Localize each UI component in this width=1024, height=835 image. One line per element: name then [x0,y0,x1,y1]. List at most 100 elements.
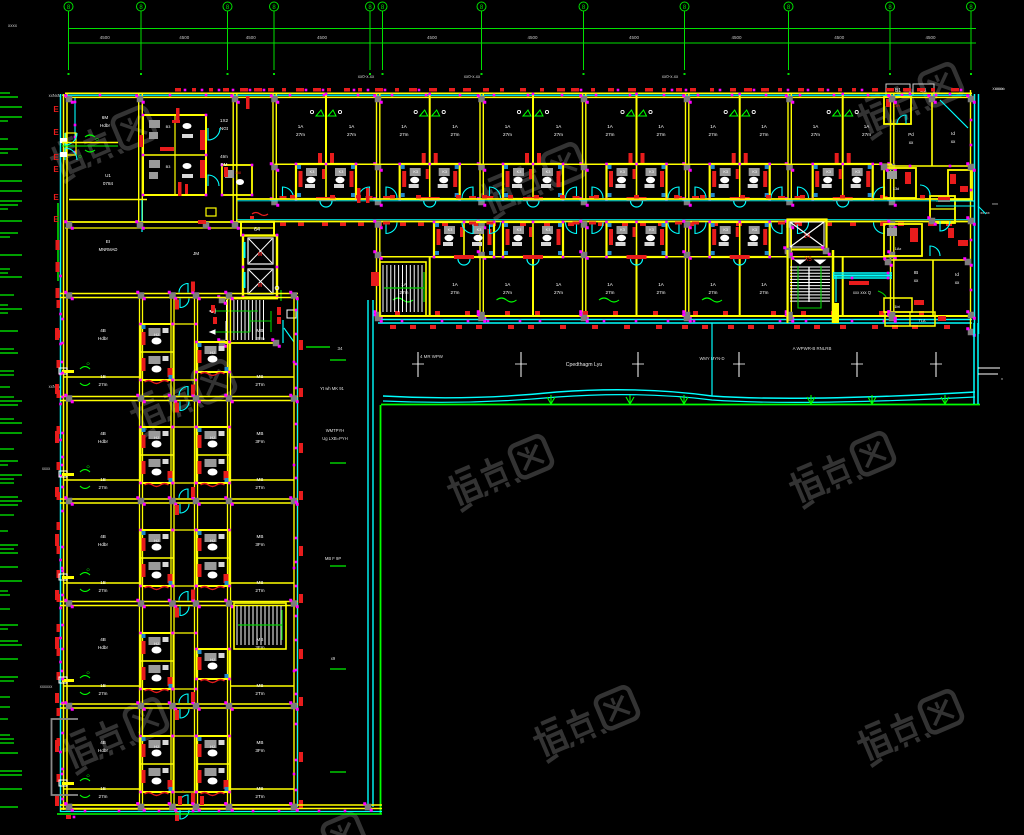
svg-text:WMTPYH: WMTPYH [326,428,345,433]
svg-text:MB: MB [257,534,264,539]
svg-text:14: 14 [803,233,811,240]
svg-text:1A: 1A [452,124,459,129]
svg-text:4500: 4500 [100,35,111,40]
svg-text:1B: 1B [100,374,106,379]
svg-text:1A: 1A [349,124,356,129]
svg-text:27m: 27m [657,132,666,137]
svg-text:4 MR WPW: 4 MR WPW [420,354,444,359]
svg-text:4500: 4500 [629,35,640,40]
svg-text:E: E [53,153,59,162]
svg-text:34: 34 [338,346,343,351]
svg-text:4500: 4500 [246,35,257,40]
svg-text:HJ: HJ [154,642,159,646]
svg-text:27m: 27m [296,132,305,137]
svg-text:MB: MB [257,637,264,642]
svg-text:1A: 1A [556,124,563,129]
svg-text:2Tm: 2Tm [255,588,264,593]
svg-text:xxx: xxx [992,201,998,206]
svg-text:27m: 27m [862,132,871,137]
svg-text:3Fm: 3Fm [255,439,264,444]
svg-text:6M: 6M [102,115,109,120]
svg-text:0784: 0784 [103,181,114,186]
svg-text:Id: Id [955,272,959,277]
svg-text:8: 8 [272,5,276,11]
svg-text:EI: EI [106,239,110,244]
svg-text:1A: 1A [813,124,820,129]
svg-text:1A: 1A [556,282,563,287]
svg-text:4B: 4B [100,740,106,745]
svg-text:E: E [53,105,59,114]
svg-text:HJ: HJ [210,436,215,440]
svg-text:1bt: 1bt [894,305,900,309]
svg-text:1A: 1A [452,282,459,287]
svg-text:1A: 1A [864,124,871,129]
svg-text:B3: B3 [166,165,171,169]
svg-text:1A: 1A [607,282,614,287]
svg-text:K3: K3 [448,228,453,232]
svg-text:8: 8 [888,5,892,11]
svg-text:K3: K3 [855,170,860,174]
svg-text:4500: 4500 [731,35,742,40]
svg-text:K3: K3 [477,228,482,232]
svg-text:1A: 1A [505,282,512,287]
svg-text:8: 8 [969,5,973,11]
svg-text:K3: K3 [826,170,831,174]
svg-text:Hdbr: Hdbr [98,645,108,650]
svg-text:w: w [211,309,214,314]
svg-text:Hdbr: Hdbr [98,336,108,341]
svg-text:27m: 27m [99,382,108,387]
svg-text:4B: 4B [100,431,106,436]
svg-text:xxx xxx Q: xxx xxx Q [853,290,872,295]
svg-text:3Fm: 3Fm [255,645,264,650]
svg-text:xxxxx: xxxxx [992,86,1004,91]
svg-text:HJ: HJ [154,333,159,337]
svg-text:1A: 1A [607,124,614,129]
svg-text:1B: 1B [100,786,106,791]
svg-text:K3: K3 [442,170,447,174]
svg-text:O: O [86,773,89,778]
svg-text:xx: xx [914,278,919,283]
svg-text:K3: K3 [546,170,551,174]
svg-text:2Tm: 2Tm [255,691,264,696]
svg-text:1A: 1A [505,124,512,129]
svg-text:8: 8 [381,5,385,11]
svg-text:Hdbr: Hdbr [98,439,108,444]
svg-text:U1: U1 [105,173,111,178]
svg-text:K3: K3 [339,170,344,174]
svg-text:8: 8 [787,5,791,11]
svg-text:HJ: HJ [154,539,159,543]
svg-text:HJ: HJ [210,539,215,543]
svg-text:K3: K3 [517,170,522,174]
svg-text:Hdbr: Hdbr [100,123,110,128]
svg-text:1A: 1A [658,282,665,287]
svg-text:27m: 27m [554,290,563,295]
svg-text:MB: MB [257,477,264,482]
svg-text:27m: 27m [657,290,666,295]
svg-text:1A: 1A [658,124,665,129]
svg-text:27m: 27m [400,290,409,295]
svg-text:K3: K3 [723,228,728,232]
svg-text:Cpedthagm Lyu: Cpedthagm Lyu [566,362,603,368]
svg-text:M: M [258,283,262,289]
svg-text:27m: 27m [760,290,769,295]
svg-text:4500: 4500 [925,35,936,40]
svg-text:xxxx: xxxx [42,466,51,471]
svg-text:K3: K3 [413,170,418,174]
svg-text:27m: 27m [709,290,718,295]
svg-text:MB F 9P: MB F 9P [325,556,341,561]
svg-text:E: E [53,128,59,137]
svg-text:4500: 4500 [527,35,538,40]
svg-text:MNRMAD: MNRMAD [99,247,118,252]
svg-text:MB: MB [257,740,264,745]
svg-text:B1: B1 [895,88,901,94]
svg-text:4B: 4B [100,328,106,333]
svg-text:K3: K3 [517,228,522,232]
svg-text:4B: 4B [100,534,106,539]
svg-text:K3: K3 [620,170,625,174]
svg-text:MB: MB [257,431,264,436]
svg-text:TLA: TLA [919,319,926,323]
svg-text:1A: 1A [710,282,717,287]
svg-text:NGt: NGt [220,126,229,131]
svg-text:B3: B3 [166,125,171,129]
svg-text:xx: xx [955,280,960,285]
